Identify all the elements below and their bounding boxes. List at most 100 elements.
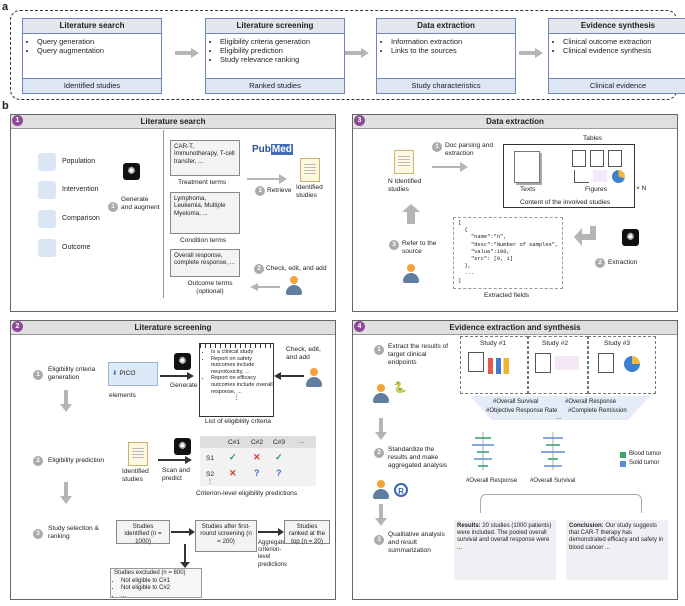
chatgpt-icon: ✺ [622,229,639,246]
first-round-box: Studies after first-round screening (n =… [195,520,257,552]
col-header: C#1 [228,439,241,446]
panel-title: Literature screening [11,321,335,335]
document-stack-icon [128,442,148,466]
pubmed-logo: PubMed [252,144,293,155]
n-identified-studies: N Identified studies [388,178,422,193]
bullet: Query generation [37,37,161,46]
stage-footer: Study characteristics [377,78,515,93]
step-generate-augment: Generate and augment [121,196,160,211]
excluded-list: Not eligible to C#1 Not eligible to C#2 … [111,578,201,600]
question-icon: ? [254,468,260,478]
arrow-right-icon [258,528,284,536]
treatment-terms-label: Treatment terms [178,179,227,186]
stage-footer: Clinical evidence [549,78,685,93]
bracket-line [163,130,166,298]
step-number: 1 [108,202,118,212]
study-label: Study #3 [604,340,631,347]
check-icon: ✓ [275,452,283,462]
arrow-right-icon [158,456,192,464]
aggregate-label: Aggregate criterion-level predictions [258,540,288,568]
panel-title: Literature search [11,115,335,129]
step-doc-parsing: Doc parsing and extraction [445,142,494,157]
arrow-right-icon [345,48,369,58]
user-icon [372,480,390,500]
legend-swatch-blood [620,452,626,458]
legend-solid-tumor: Solid tumor [629,460,660,466]
step-number: 1 [374,345,384,355]
criteria-notepad: Is a clinical study Report on safety out… [199,343,274,417]
step-number: 3 [389,240,399,250]
scan-predict-label: Scan and predict [162,467,190,482]
studies-identified-box: Studies identified (n = 1000) [116,520,170,545]
arrow-down-icon [60,482,72,504]
arrow-up-icon [402,204,420,224]
bullet: Information extraction [391,37,515,46]
step-check-edit-add: Check, edit, and add [266,265,327,272]
bullet: Clinical evidence synthesis [563,46,685,55]
step-number: 2 [374,448,384,458]
chatgpt-icon: ✺ [123,163,140,180]
study-card-2 [528,336,588,394]
row-label: S1 [206,455,215,462]
study-card-1 [460,336,528,394]
step-number: 2 [33,456,43,466]
tag-funnel [470,396,650,420]
tag: #Objective Response Rate [486,408,558,414]
question-icon: ? [276,468,282,478]
tag: #Overall Survival [493,399,539,405]
step-number: 1 [33,370,43,380]
arrow-right-icon [160,372,194,380]
user-icon [402,264,420,284]
step-number: 1 [432,142,442,152]
panel-number: 3 [354,115,365,126]
criteria-list: Is a clinical study Report on safety out… [200,349,273,395]
line-chart-icon [555,356,579,370]
bullet: Links to the sources [391,46,515,55]
axis-label: #Overall Response [466,478,518,484]
bar-chart-icon [488,358,514,374]
stage-title: Data extraction [377,19,515,34]
arrow-right-icon [432,162,468,172]
pico-intervention: Intervention [38,180,99,200]
stage-title: Evidence synthesis [549,19,685,34]
user-icon [285,276,303,296]
r-language-icon: R [394,483,408,497]
tables-label: Tables [583,135,603,142]
cross-icon: ✕ [253,452,261,462]
identified-studies-label: Identified studies [122,468,149,483]
results-box: Results: 20 studies (1000 patients) were… [454,520,556,580]
study-label: Study #1 [480,340,507,347]
pico-elements-box: ⬇ PICO elements [108,362,158,399]
summary-bracket [480,494,642,513]
pie-chart-icon [612,170,625,183]
table-icon [598,353,614,373]
json-fields: [ { "name":"n", "desc":"Number of sample… [453,217,563,289]
iv-bag-icon [38,210,56,228]
bullet: Study relevance ranking [220,55,344,64]
panel-number: 1 [12,115,23,126]
prediction-label: Criterion-level eligibility predictions [196,490,298,497]
check-icon: ✓ [229,452,237,462]
row-label: S2 [206,471,215,478]
prediction-grid-header [200,436,316,448]
col-header: C#2 [251,439,264,446]
chatgpt-icon: ✺ [174,438,191,455]
text-page-icon [514,151,540,183]
axis-label: #Overall Survival [530,478,576,484]
bullet: Eligibility prediction [220,46,344,55]
stage-footer: Identified studies [23,78,161,93]
generate-label: Generate [170,382,198,389]
identified-studies-label: Identified studies [296,184,323,199]
panel-number: 2 [12,321,23,332]
document-stack-icon [394,150,414,174]
table-icon [468,352,484,372]
stage-bullets: Information extraction Links to the sour… [377,37,515,55]
step-retrieve: Retrieve [267,187,292,194]
chatgpt-icon: ✺ [174,353,191,370]
download-icon: ⬇ [112,370,118,377]
study-label: Study #2 [542,340,569,347]
conclusion-box: Conclusion: Our study suggests that CAR-… [566,520,668,580]
table-icon [608,150,622,167]
more-icon: ⋮ [207,479,213,485]
check-edit-add-label: Check, edit, and add [286,346,321,361]
